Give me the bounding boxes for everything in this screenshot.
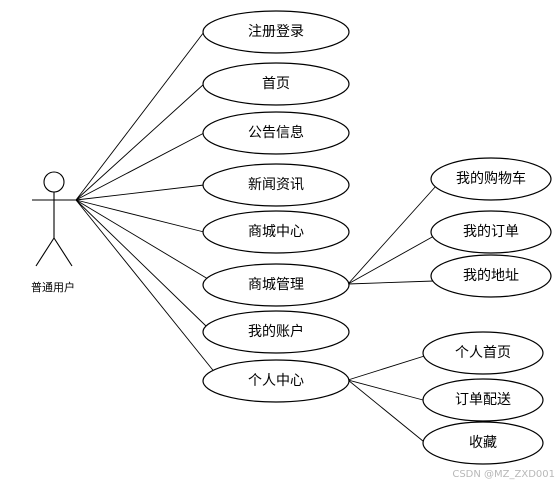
usecase-my-account-shape	[202, 310, 350, 354]
usecase-favorites-label: 收藏	[469, 435, 497, 451]
usecase-my-orders-shape	[430, 210, 552, 254]
assoc-my-orders	[347, 235, 435, 285]
usecase-mall-management-shape	[202, 263, 350, 307]
usecase-personal-home: 个人首页	[422, 331, 544, 375]
usecase-my-cart-shape	[430, 157, 552, 201]
usecase-home: 首页	[202, 62, 350, 106]
usecase-mall-center-shape	[202, 210, 350, 254]
usecase-register-login: 注册登录	[202, 10, 350, 54]
usecase-order-delivery-label: 订单配送	[455, 392, 511, 408]
usecase-home-label: 首页	[262, 76, 290, 92]
usecase-my-cart: 我的购物车	[430, 157, 552, 201]
usecase-news-label: 新闻资讯	[248, 177, 304, 193]
usecase-news: 新闻资讯	[202, 163, 350, 207]
usecase-news-shape	[202, 163, 350, 207]
actor-associations	[75, 31, 217, 375]
assoc-personal-home	[347, 352, 435, 381]
actor-head	[43, 171, 65, 193]
usecase-order-delivery: 订单配送	[422, 378, 544, 422]
usecase-register-login-label: 注册登录	[248, 24, 304, 40]
usecase-favorites-shape	[422, 421, 544, 465]
assoc-mall-management	[75, 199, 209, 280]
assoc-my-addresses	[347, 280, 435, 285]
actor-left-leg	[35, 237, 55, 267]
usecase-announcements-shape	[202, 111, 350, 155]
actor-label: 普通用户	[31, 280, 75, 294]
usecase-my-addresses-label: 我的地址	[463, 268, 519, 284]
watermark: CSDN @MZ_ZXD001	[452, 469, 555, 480]
usecase-my-orders-label: 我的订单	[463, 224, 519, 240]
usecase-mall-center: 商城中心	[202, 210, 350, 254]
assoc-favorites	[347, 379, 435, 451]
usecase-my-addresses: 我的地址	[430, 254, 552, 298]
usecase-my-orders: 我的订单	[430, 210, 552, 254]
assoc-my-cart	[347, 185, 437, 285]
usecase-mall-center-label: 商城中心	[248, 224, 304, 240]
usecase-my-cart-label: 我的购物车	[456, 170, 526, 187]
usecase-home-shape	[202, 62, 350, 106]
assoc-news	[75, 184, 205, 201]
assoc-my-account	[75, 199, 207, 327]
assoc-mall-center	[75, 199, 205, 233]
usecase-personal-home-shape	[422, 331, 544, 375]
usecase-personal-center-shape	[202, 359, 350, 403]
assoc-home	[75, 83, 205, 201]
assoc-announcements	[75, 132, 205, 201]
actor-right-leg	[53, 237, 73, 267]
personal-center-associations	[347, 352, 435, 451]
assoc-register-login	[75, 31, 205, 201]
assoc-order-delivery	[347, 379, 424, 401]
usecase-order-delivery-shape	[422, 378, 544, 422]
mall-management-associations	[347, 185, 437, 285]
usecase-personal-center-label: 个人中心	[248, 373, 304, 389]
usecase-personal-center: 个人中心	[202, 359, 350, 403]
usecase-mall-management-label: 商城管理	[248, 277, 304, 293]
usecase-register-login-shape	[202, 10, 350, 54]
usecase-announcements-label: 公告信息	[248, 124, 304, 141]
usecase-my-account-label: 我的账户	[248, 323, 304, 340]
usecase-announcements: 公告信息	[202, 111, 350, 155]
actor-figure: 普通用户	[31, 171, 78, 294]
usecase-my-addresses-shape	[430, 254, 552, 298]
assoc-personal-center	[75, 199, 217, 375]
usecase-my-account: 我的账户	[202, 310, 350, 354]
usecase-favorites: 收藏	[422, 421, 544, 465]
usecase-personal-home-label: 个人首页	[455, 345, 511, 361]
usecase-mall-management: 商城管理	[202, 263, 350, 307]
